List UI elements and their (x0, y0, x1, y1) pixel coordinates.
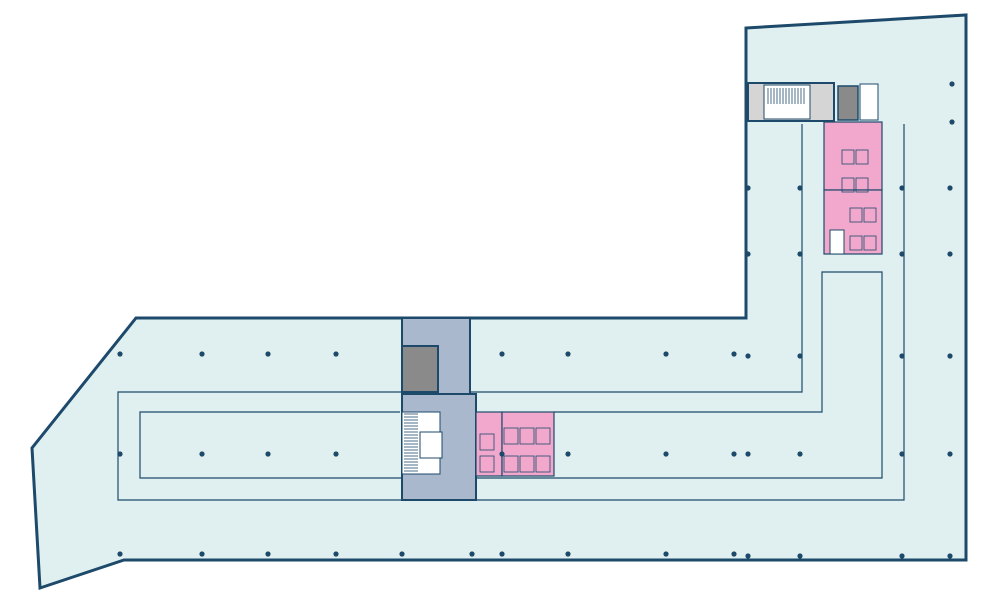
column (199, 351, 205, 357)
column (745, 185, 751, 191)
column (797, 353, 803, 359)
restroom-stall (535, 427, 551, 445)
column (947, 553, 953, 559)
column (565, 351, 571, 357)
column (663, 351, 669, 357)
restroom-stall (479, 455, 495, 473)
column (663, 451, 669, 457)
column (117, 551, 123, 557)
column (565, 451, 571, 457)
column (199, 551, 205, 557)
column (265, 551, 271, 557)
column (797, 185, 803, 191)
column (469, 551, 475, 557)
column (899, 553, 905, 559)
column (899, 251, 905, 257)
column (731, 351, 737, 357)
central-core (401, 317, 477, 501)
north-restrooms (823, 121, 883, 255)
restroom-stall (503, 455, 519, 473)
column (199, 451, 205, 457)
column (499, 451, 505, 457)
restroom-stall (503, 427, 519, 445)
restroom-stall (479, 433, 495, 451)
column (745, 353, 751, 359)
central-restroom-fixtures (479, 427, 551, 473)
column (565, 551, 571, 557)
restroom-stall (841, 149, 855, 165)
column (663, 551, 669, 557)
column (949, 81, 955, 87)
column (731, 451, 737, 457)
column (947, 353, 953, 359)
restroom-stall (849, 207, 863, 223)
column (745, 451, 751, 457)
north-service-shaft (859, 83, 879, 121)
central-stair-treads (404, 413, 418, 472)
column (797, 251, 803, 257)
restroom-stall (849, 235, 863, 251)
column (899, 185, 905, 191)
column (797, 451, 803, 457)
column (949, 119, 955, 125)
north-restroom-fixtures (841, 149, 877, 251)
north-stairwell (763, 84, 811, 120)
column (333, 451, 339, 457)
central-restrooms (475, 411, 555, 477)
structural-columns (117, 81, 955, 559)
column (399, 551, 405, 557)
north-stair-treads (767, 88, 805, 104)
north-elevator (837, 85, 859, 121)
restroom-stall (535, 455, 551, 473)
column (265, 451, 271, 457)
north-restroom-upper (823, 121, 883, 191)
north-restroom-shaft (829, 229, 845, 255)
corridor-outline (117, 124, 905, 501)
column (265, 351, 271, 357)
central-elevator (401, 345, 439, 393)
restroom-stall (841, 177, 855, 193)
restroom-stall (855, 177, 869, 193)
column (117, 451, 123, 457)
column (947, 451, 953, 457)
column (947, 185, 953, 191)
corridor-outline-inner (139, 271, 883, 479)
column (899, 451, 905, 457)
column (899, 353, 905, 359)
restroom-stall (863, 207, 877, 223)
column (731, 551, 737, 557)
column (499, 351, 505, 357)
column (499, 551, 505, 557)
column (947, 251, 953, 257)
column (745, 553, 751, 559)
column (117, 351, 123, 357)
building-footprint (30, 13, 968, 591)
restroom-stall (519, 427, 535, 445)
restroom-stall (863, 235, 877, 251)
column (797, 553, 803, 559)
column (333, 551, 339, 557)
central-stair-landing (419, 431, 443, 459)
column (745, 251, 751, 257)
restroom-stall (855, 149, 869, 165)
restroom-stall (519, 455, 535, 473)
column (333, 351, 339, 357)
north-core (747, 82, 879, 122)
